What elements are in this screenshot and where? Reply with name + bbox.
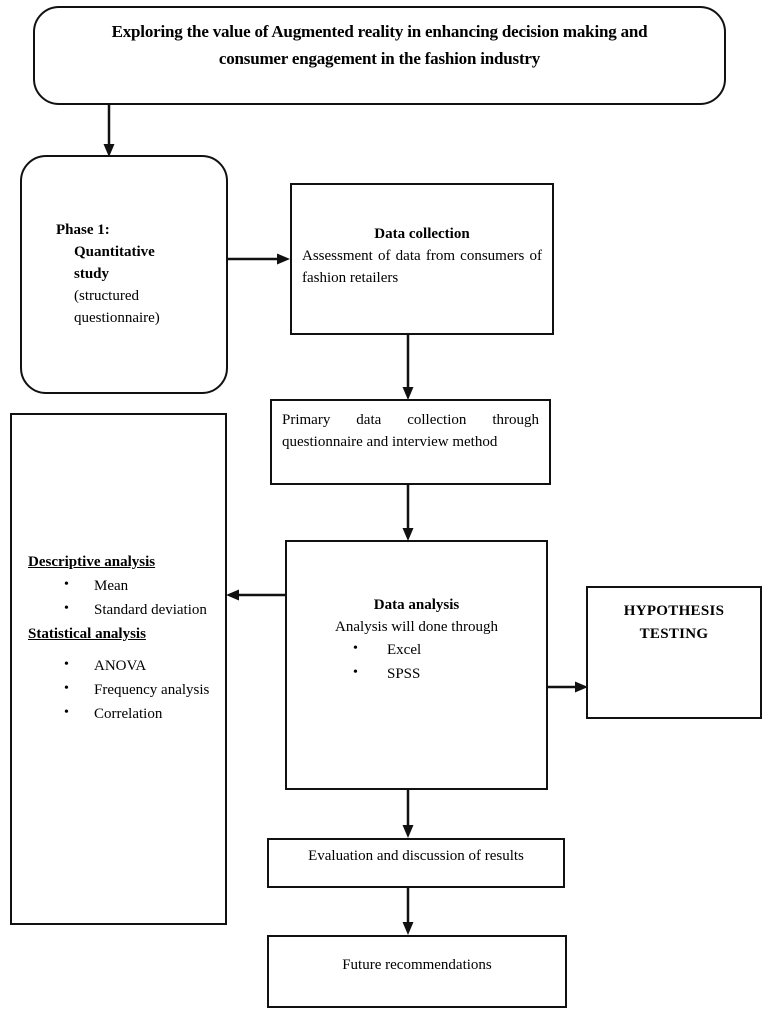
phase1-line-4: (structured [74, 288, 139, 304]
descriptive-analysis-list: Mean Standard deviation [28, 573, 217, 622]
phase1-line-1: Phase 1: [56, 222, 110, 238]
future-recommendations-text: Future recommendations [342, 957, 492, 973]
analysis-panel-content: Descriptive analysis Mean Standard devia… [12, 550, 225, 726]
data-analysis-text-block: Data analysis Analysis will done through… [287, 594, 546, 686]
phase1-box: Phase 1: Quantitative study (structured … [20, 155, 228, 394]
connector-evaluation-to-future [399, 887, 419, 939]
data-analysis-subheading: Analysis will done through [335, 619, 498, 635]
phase1-line-3: study [74, 266, 110, 282]
data-collection-body: Assessment of data from consumers of fas… [302, 248, 542, 286]
connector-phase1-to-data-collection [228, 250, 292, 270]
hypothesis-testing-box: HYPOTHESIS TESTING [586, 586, 762, 719]
connector-data-collection-to-primary-data [399, 334, 419, 402]
hypothesis-line-1: HYPOTHESIS [623, 603, 725, 619]
connector-data-analysis-to-evaluation [399, 789, 419, 841]
data-analysis-tools-list: Excel SPSS [293, 637, 540, 686]
list-item: Mean [64, 573, 217, 598]
list-item: Frequency analysis [64, 677, 217, 702]
list-item: Standard deviation [64, 597, 217, 622]
phase1-text-block: Phase 1: Quantitative study (structured … [22, 219, 226, 329]
data-analysis-heading: Data analysis [373, 597, 460, 613]
data-collection-heading: Data collection [374, 226, 470, 242]
primary-data-body: Primary data collection through question… [282, 412, 539, 450]
title-box: Exploring the value of Augmented reality… [33, 6, 726, 105]
hypothesis-text-block: HYPOTHESIS TESTING [588, 600, 760, 646]
list-item: Excel [353, 637, 540, 662]
title-text: Exploring the value of Augmented reality… [111, 22, 648, 68]
list-item: Correlation [64, 701, 217, 726]
data-analysis-box: Data analysis Analysis will done through… [285, 540, 548, 790]
list-item: SPSS [353, 661, 540, 686]
connector-data-analysis-to-hypothesis [546, 678, 592, 698]
phase1-line-5: questionnaire) [74, 310, 160, 326]
evaluation-text: Evaluation and discussion of results [308, 848, 524, 864]
future-recommendations-box: Future recommendations [267, 935, 567, 1008]
connector-title-to-phase1 [100, 104, 120, 158]
connector-data-analysis-to-analysis-panel [224, 586, 290, 606]
list-item: ANOVA [64, 653, 217, 678]
primary-data-collection-box: Primary data collection through question… [270, 399, 551, 485]
data-collection-box: Data collection Assessment of data from … [290, 183, 554, 335]
data-collection-text-block: Data collection Assessment of data from … [292, 223, 552, 289]
phase1-line-2: Quantitative [74, 244, 155, 260]
analysis-methods-panel: Descriptive analysis Mean Standard devia… [10, 413, 227, 925]
hypothesis-line-2: TESTING [639, 626, 709, 642]
statistical-analysis-list: ANOVA Frequency analysis Correlation [28, 653, 217, 726]
statistical-analysis-heading: Statistical analysis [28, 626, 146, 642]
connector-primary-data-to-data-analysis [399, 484, 419, 544]
evaluation-box: Evaluation and discussion of results [267, 838, 565, 888]
descriptive-analysis-heading: Descriptive analysis [28, 554, 156, 570]
